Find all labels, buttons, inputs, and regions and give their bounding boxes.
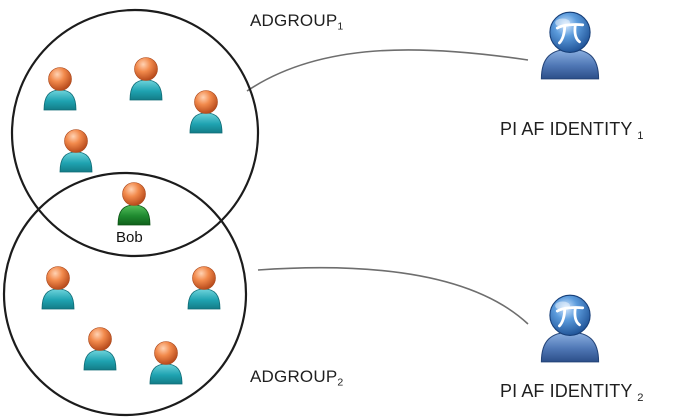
connector-line-group2-identity2: [257, 266, 529, 325]
user-icon-highlighted: [117, 182, 151, 226]
adgroup-1-circle: [10, 8, 260, 258]
pi-identity-icon: [540, 293, 600, 364]
adgroup-1-name: ADGROUP: [250, 11, 338, 30]
pi-af-identity-2-label: PI AF IDENTITY 2: [500, 381, 644, 403]
adgroup-2-label: ADGROUP2: [250, 367, 343, 388]
user-icon: [41, 266, 75, 310]
user-icon: [83, 327, 117, 371]
adgroup-1-subscript: 1: [337, 20, 344, 33]
pi-af-identity-1-label: PI AF IDENTITY 1: [500, 119, 644, 141]
user-icon: [59, 129, 93, 173]
adgroup-2-subscript: 2: [337, 376, 344, 389]
user-icon: [43, 67, 77, 111]
shared-user-label: Bob: [116, 229, 143, 246]
user-icon: [149, 341, 183, 385]
user-icon: [187, 266, 221, 310]
pi-af-identity-1-name: PI AF IDENTITY: [500, 119, 633, 139]
adgroup-2-circle: [2, 171, 248, 417]
adgroup-1-label: ADGROUP1: [250, 11, 343, 32]
pi-af-identity-1-subscript: 1: [637, 129, 644, 142]
pi-af-identity-2-name: PI AF IDENTITY: [500, 381, 633, 401]
user-icon: [129, 57, 163, 101]
pi-identity-icon: [540, 10, 600, 81]
connector-line-group1-identity1: [246, 49, 529, 92]
user-icon: [189, 90, 223, 134]
adgroup-2-name: ADGROUP: [250, 367, 338, 386]
pi-af-identity-2-subscript: 2: [637, 391, 644, 404]
